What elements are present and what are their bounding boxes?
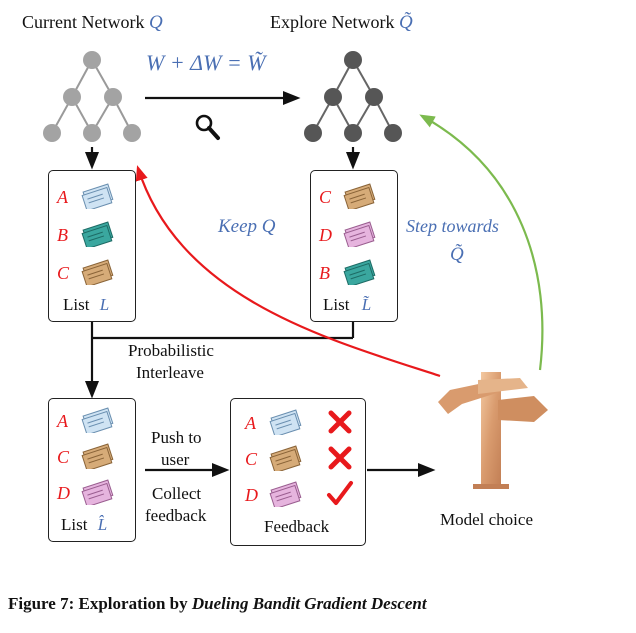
- explore-network-label: Explore Network: [270, 12, 395, 32]
- signpost-icon: [438, 372, 548, 489]
- document-card-icon: [81, 443, 114, 469]
- figure-caption: Figure 7: Exploration by Dueling Bandit …: [8, 594, 427, 614]
- document-card-icon: [81, 183, 114, 209]
- collect-label-line1: Collect: [152, 484, 202, 503]
- item-letter: C: [245, 449, 258, 469]
- document-card-icon: [343, 183, 376, 209]
- explore-network-title: Explore Network Q̃: [270, 12, 413, 34]
- list-caption-label: List: [63, 295, 90, 314]
- interleave-label-line2: Interleave: [136, 363, 204, 382]
- item-letter: C: [57, 263, 70, 283]
- keep-q-arrow: [135, 165, 441, 378]
- document-card-icon: [343, 221, 376, 247]
- item-letter: A: [57, 187, 68, 207]
- list-caption: List L̃: [323, 295, 371, 315]
- interleave-label-line1: Probabilistic: [128, 341, 214, 360]
- item-letter: C: [57, 447, 70, 467]
- document-card-icon: [269, 481, 302, 507]
- item-letter: D: [57, 483, 70, 503]
- step-towards-symbol: Q̃: [450, 244, 464, 265]
- cross-icon: [328, 446, 352, 470]
- current-network-title: Current Network Q: [22, 12, 163, 34]
- feedback-row: D: [245, 479, 355, 515]
- document-card-icon: [81, 407, 114, 433]
- item-letter: B: [57, 225, 68, 245]
- item-letter: A: [57, 411, 68, 431]
- push-label-line1: Push to: [151, 428, 202, 447]
- current-network-graph: [43, 51, 141, 142]
- caption-prefix: Figure 7: Exploration by: [8, 594, 192, 613]
- step-towards-arrow: [419, 114, 544, 371]
- document-card-icon: [81, 259, 114, 285]
- item-letter: D: [245, 485, 258, 505]
- check-icon: [327, 481, 353, 505]
- keep-q-label: Keep Q: [218, 216, 276, 237]
- item-letter: B: [319, 263, 330, 283]
- item-letter: C: [319, 187, 332, 207]
- caption-italic: Dueling Bandit Gradient Descent: [191, 594, 427, 613]
- feedback-row: A: [245, 407, 355, 443]
- interleaved-list: A C D List L̂: [48, 398, 136, 542]
- document-card-icon: [81, 479, 114, 505]
- update-equation: W + ΔW = W̃: [146, 50, 266, 75]
- explore-network-graph: [304, 51, 402, 142]
- model-choice-label: Model choice: [440, 510, 533, 529]
- feedback-label: Feedback: [264, 517, 330, 536]
- current-network-label: Current Network: [22, 12, 145, 32]
- push-label-line2: user: [161, 450, 190, 469]
- current-network-symbol: Q: [148, 12, 163, 33]
- feedback-row: C: [245, 443, 355, 479]
- list-caption-label: List: [323, 295, 350, 314]
- document-card-icon: [343, 259, 376, 285]
- collect-label-line2: feedback: [145, 506, 207, 525]
- item-letter: A: [245, 413, 256, 433]
- interleave-connector: [84, 322, 355, 399]
- explore-network-symbol: Q̃: [398, 12, 413, 33]
- list-caption: List L: [63, 295, 109, 315]
- list-caption-symbol: L̃: [361, 295, 372, 314]
- document-card-icon: [81, 221, 114, 247]
- feedback-box: A C D Feedback: [230, 398, 366, 546]
- step-towards-label: Step towards: [406, 216, 499, 236]
- document-card-icon: [269, 409, 302, 435]
- document-card-icon: [269, 445, 302, 471]
- list-caption-symbol: L: [99, 295, 110, 314]
- list-caption-symbol: L̂: [97, 515, 108, 534]
- list-caption-label: List: [61, 515, 88, 534]
- item-letter: D: [319, 225, 332, 245]
- explore-list: C D B List L̃: [310, 170, 398, 322]
- current-list: A B C List L: [48, 170, 136, 322]
- cross-icon: [328, 410, 352, 434]
- magnifier-icon: [195, 114, 220, 140]
- list-caption: List L̂: [61, 515, 107, 535]
